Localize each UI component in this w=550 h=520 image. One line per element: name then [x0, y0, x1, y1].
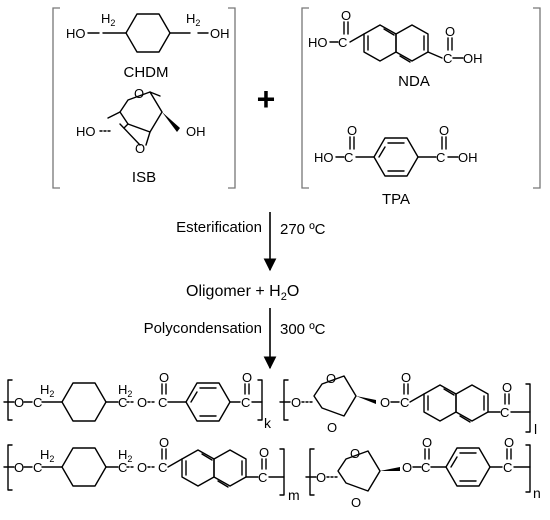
subscript-k: k	[264, 415, 272, 431]
diacid-bracket	[301, 7, 541, 189]
tpa-structure: HO C O C O OH TPA	[314, 123, 478, 208]
chdm-h2-left: H2	[101, 11, 115, 28]
tpa-carbon-right: C	[436, 150, 445, 165]
nda-structure: HO C O C O OH NDA	[308, 8, 483, 90]
nda-label: NDA	[398, 73, 430, 90]
nda-ring-left	[363, 24, 397, 62]
p1-o2: O	[137, 395, 147, 410]
p2-cyclohexane	[61, 447, 107, 487]
p1-isb-o1: O	[326, 371, 336, 386]
p2-o5: O	[316, 470, 326, 485]
chdm-oh-label: OH	[210, 26, 230, 41]
tpa-carbonyl-o-left: O	[347, 123, 357, 138]
isb-ring-oxygen-bottom: O	[135, 141, 145, 156]
step-polycondensation: Polycondensation 300 ºC	[144, 308, 326, 370]
tpa-oh-label: OH	[458, 150, 478, 165]
subscript-m: m	[288, 487, 300, 503]
p1-c6: C	[500, 405, 509, 420]
polymer-row-1: O C H2 C H2 O C O C O k O O O O C	[3, 370, 537, 437]
tpa-carbonyl-o-right: O	[439, 123, 449, 138]
p1-h2-right: H2	[118, 382, 132, 399]
p2-c6: C	[503, 460, 512, 475]
p1-c4: C	[241, 395, 250, 410]
p1-o7: O	[401, 370, 411, 385]
diol-bracket	[52, 7, 236, 189]
p2-c1: C	[33, 460, 42, 475]
p2-c4: C	[258, 470, 267, 485]
chdm-structure: HO H2 H2 OH CHDM	[66, 11, 230, 81]
p2-isb-core	[337, 450, 381, 492]
chdm-h2-right: H2	[186, 11, 200, 28]
nda-carbonyl-o-left: O	[341, 8, 351, 23]
esterification-temp: 270 ºC	[280, 221, 326, 238]
p2-c3: C	[158, 460, 167, 475]
tpa-ho-label: HO	[314, 150, 334, 165]
polycondensation-label: Polycondensation	[144, 320, 262, 337]
p2-o1: O	[14, 460, 24, 475]
p2-o2: O	[137, 460, 147, 475]
p1-h2-left: H2	[40, 382, 54, 399]
polymer-row-2: O C H2 C H2 O C O C O m O O O O C	[3, 435, 541, 510]
p1-c2: C	[118, 395, 127, 410]
p2-naph-left	[181, 449, 215, 487]
p1-c5: C	[400, 395, 409, 410]
nda-carbon-right: C	[443, 51, 452, 66]
p1-o4: O	[242, 370, 252, 385]
plus-sign: +	[257, 81, 276, 117]
subscript-n: n	[533, 485, 541, 501]
nda-carbon-left: C	[338, 35, 347, 50]
p2-o7: O	[422, 435, 432, 450]
p2-o6: O	[402, 460, 412, 475]
oligomer-text: Oligomer + H2O	[186, 283, 299, 303]
nda-carbonyl-o-right: O	[445, 24, 455, 39]
p1-o6: O	[380, 395, 390, 410]
p2-o4: O	[259, 445, 269, 460]
p2-o8: O	[504, 435, 514, 450]
nda-oh-label: OH	[463, 51, 483, 66]
p1-o5: O	[291, 395, 301, 410]
p2-c2: C	[118, 460, 127, 475]
tpa-carbon-left: C	[344, 150, 353, 165]
p2-o3: O	[159, 435, 169, 450]
p1-cyclohexane	[61, 382, 107, 422]
isb-ho-label: HO	[76, 124, 96, 139]
nda-ring-right	[395, 24, 429, 62]
tpa-label: TPA	[382, 191, 410, 208]
p1-naph-left	[423, 384, 457, 422]
p2-isb-o2: O	[351, 495, 361, 510]
p1-isb-o2: O	[327, 420, 337, 435]
isb-ring-oxygen-top: O	[134, 86, 144, 101]
p2-h2-left: H2	[40, 447, 54, 464]
p2-c5: C	[421, 460, 430, 475]
p1-naph-right	[455, 384, 489, 422]
p2-naph-right	[213, 449, 247, 487]
chdm-ho-label: HO	[66, 26, 86, 41]
chdm-label: CHDM	[124, 64, 169, 81]
p1-c1: C	[33, 395, 42, 410]
p1-o1: O	[14, 395, 24, 410]
polycondensation-temp: 300 ºC	[280, 321, 326, 338]
p2-h2-right: H2	[118, 447, 132, 464]
p1-o3: O	[159, 370, 169, 385]
p1-c3: C	[158, 395, 167, 410]
nda-ho-label: HO	[308, 35, 328, 50]
p1-o8: O	[502, 380, 512, 395]
p1-isb-core	[313, 375, 357, 417]
isb-oh-label: OH	[186, 124, 206, 139]
cyclohexane-ring	[125, 13, 171, 53]
isb-label: ISB	[132, 169, 156, 186]
step-esterification: Esterification 270 ºC	[176, 212, 326, 272]
isb-structure: O O HO OH ISB	[76, 86, 206, 186]
subscript-l: l	[534, 421, 537, 437]
p2-isb-o1: O	[350, 446, 360, 461]
esterification-label: Esterification	[176, 219, 262, 236]
